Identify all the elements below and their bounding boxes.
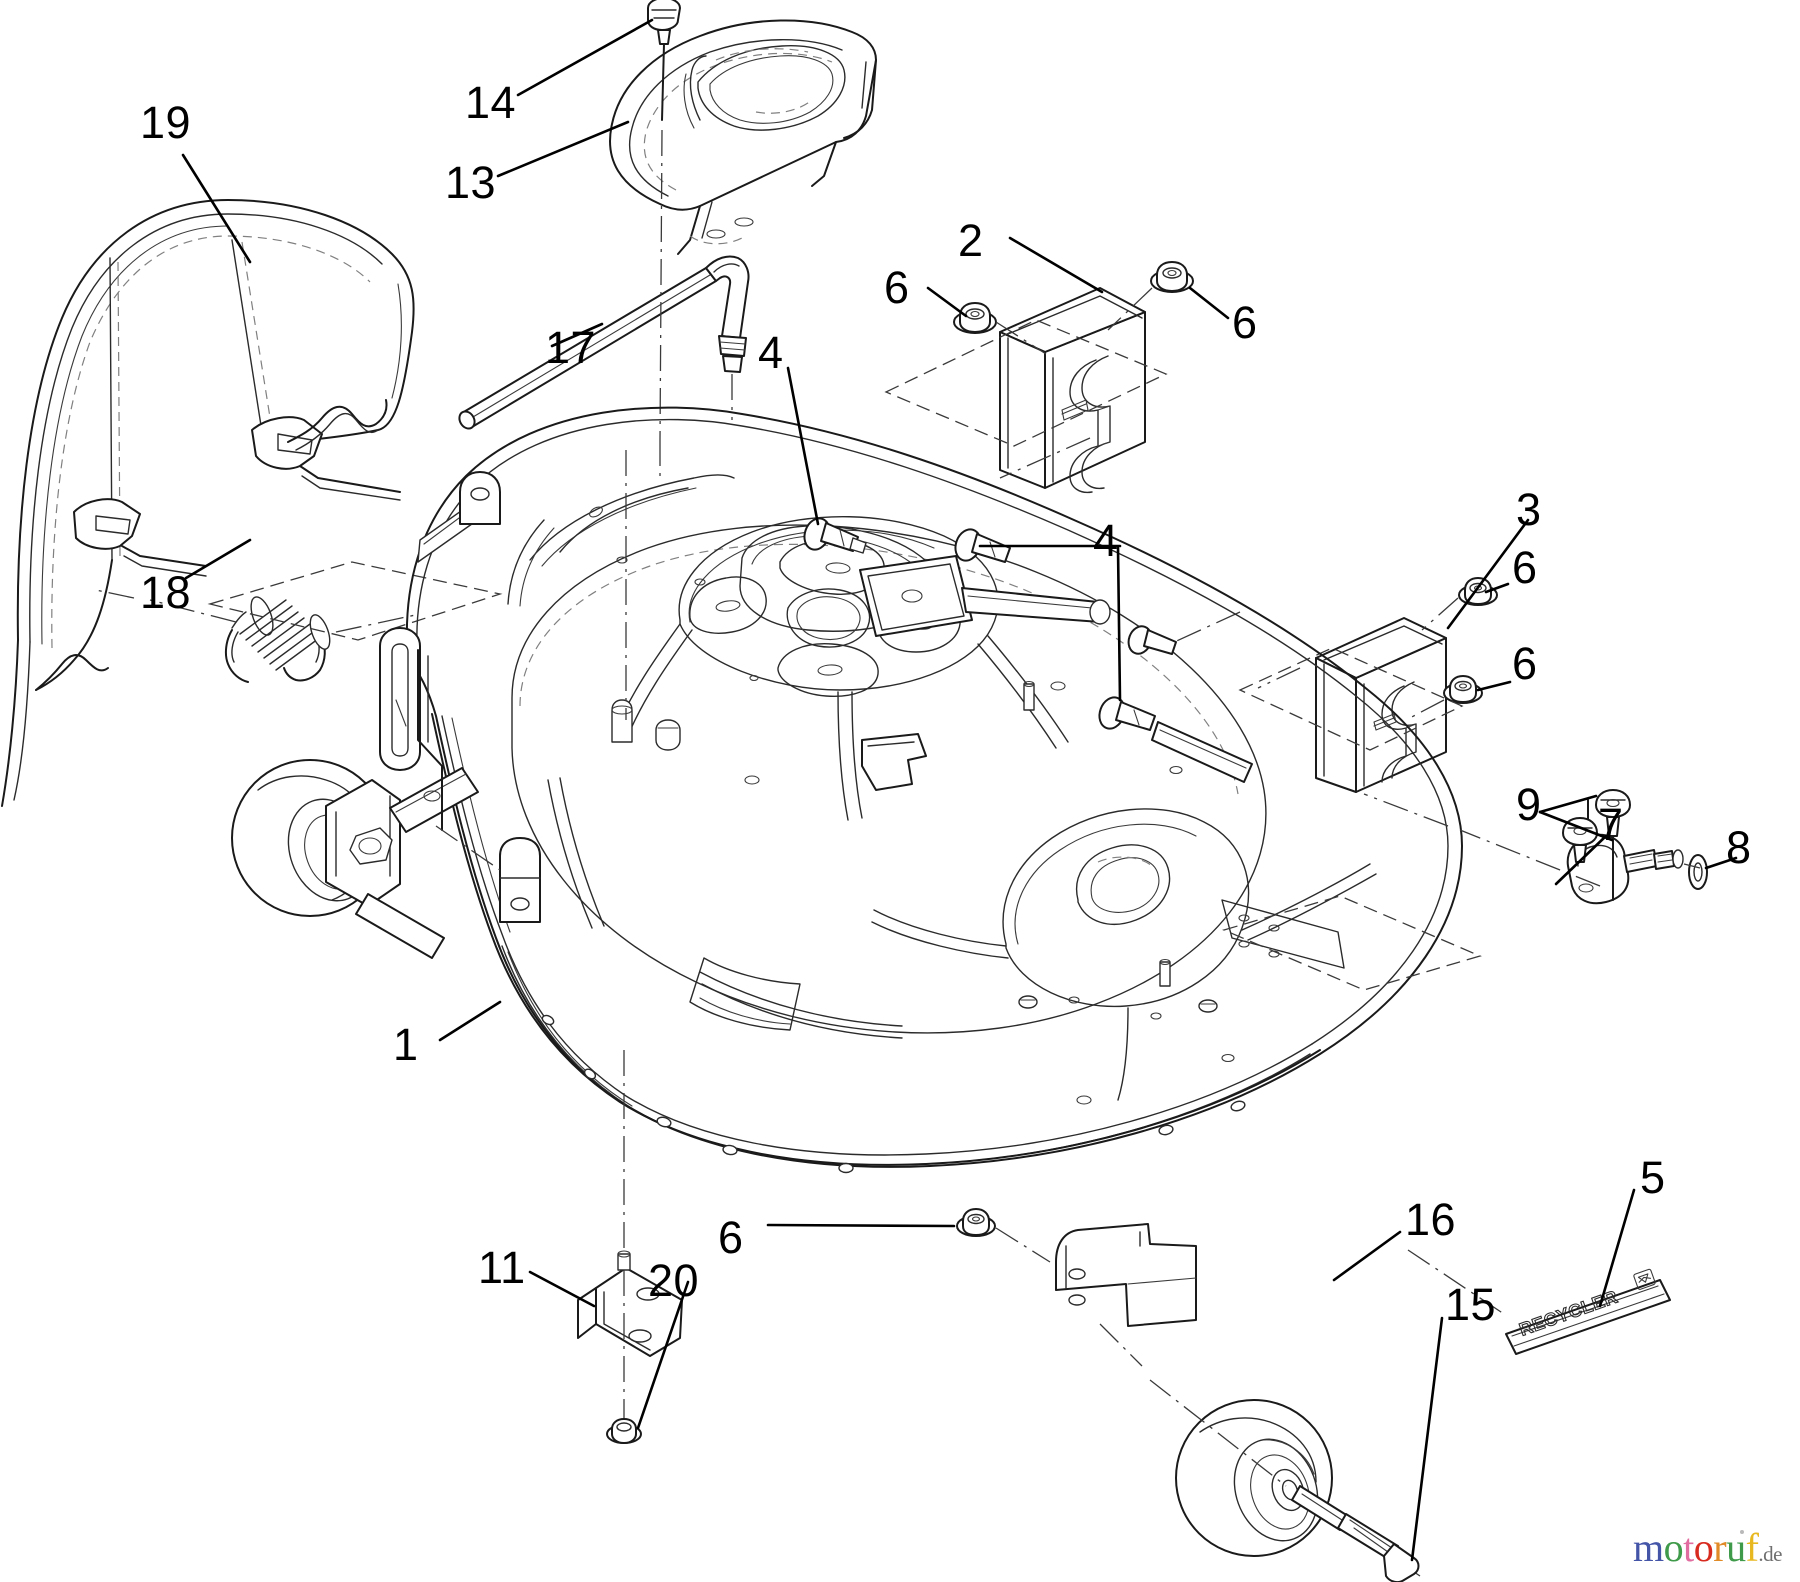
flange-nut [1150, 261, 1194, 293]
watermark-tld: .de [1758, 1542, 1782, 1566]
callout-6-d: 6 [1512, 638, 1538, 689]
callout-15: 15 [1445, 1279, 1497, 1330]
callout-9: 9 [1516, 779, 1542, 830]
callout-2: 2 [958, 215, 984, 266]
leader-lines [181, 18, 1738, 1562]
part-14-screw [647, 0, 681, 121]
callout-11: 11 [478, 1242, 526, 1293]
watermark-letter-f: f [1745, 1525, 1759, 1570]
part-8-washer [1688, 854, 1708, 890]
part-19-rear-deflector [1, 199, 415, 807]
watermark-letter-o2: o [1693, 1525, 1714, 1570]
callout-7: 7 [1598, 799, 1624, 850]
callout-6-e: 6 [718, 1212, 744, 1263]
callout-18: 18 [140, 567, 192, 618]
part-13-chute-cover [609, 0, 877, 441]
deck-spindle-housing [507, 474, 1069, 821]
part-4-shoulder-bolts [803, 517, 1177, 731]
callout-4-b: 4 [1093, 515, 1119, 566]
watermark-dot [1740, 1530, 1744, 1534]
callout-3: 3 [1516, 484, 1542, 535]
callout-4-a: 4 [758, 327, 784, 378]
callout-20: 20 [648, 1255, 700, 1306]
part-11-support-bracket [577, 1250, 683, 1444]
callout-1: 1 [393, 1019, 419, 1070]
part-17-deflector-rod [458, 255, 750, 430]
watermark-letter-r: r [1713, 1525, 1727, 1570]
motoruf-watermark: motoruf.de [1633, 1528, 1782, 1568]
front-mount-bracket [956, 1208, 1197, 1367]
callout-19: 19 [140, 97, 192, 148]
deck-spindle-housing-right [871, 808, 1377, 1101]
callout-13: 13 [445, 157, 497, 208]
left-caster-wheel [231, 627, 501, 959]
callout-6-a: 6 [884, 262, 910, 313]
callout-5: 5 [1640, 1152, 1666, 1203]
callout-17: 17 [545, 322, 597, 373]
part-18-torsion-spring [95, 561, 503, 683]
callout-16: 16 [1405, 1194, 1457, 1245]
flange-nut [953, 302, 997, 334]
part-15-wheel-bolt [1291, 1485, 1420, 1582]
callout-8: 8 [1726, 822, 1752, 873]
watermark-letter-m: m [1633, 1525, 1664, 1570]
watermark-letter-o1: o [1663, 1525, 1684, 1570]
watermark-letter-t: t [1683, 1525, 1694, 1570]
callout-14: 14 [465, 77, 517, 128]
watermark-letter-u: u [1726, 1525, 1746, 1570]
flange-nut [1443, 675, 1483, 704]
part-3-right-hanger-bracket [1169, 577, 1498, 793]
part-20-lock-nut [606, 1418, 642, 1444]
part-2-left-hanger-bracket [884, 261, 1194, 494]
callout-6-c: 6 [1512, 542, 1538, 593]
callout-6-b: 6 [1232, 297, 1258, 348]
part-1-mower-deck-housing [405, 406, 1463, 1330]
flange-nut [1458, 577, 1498, 606]
flange-nut [956, 1208, 996, 1237]
